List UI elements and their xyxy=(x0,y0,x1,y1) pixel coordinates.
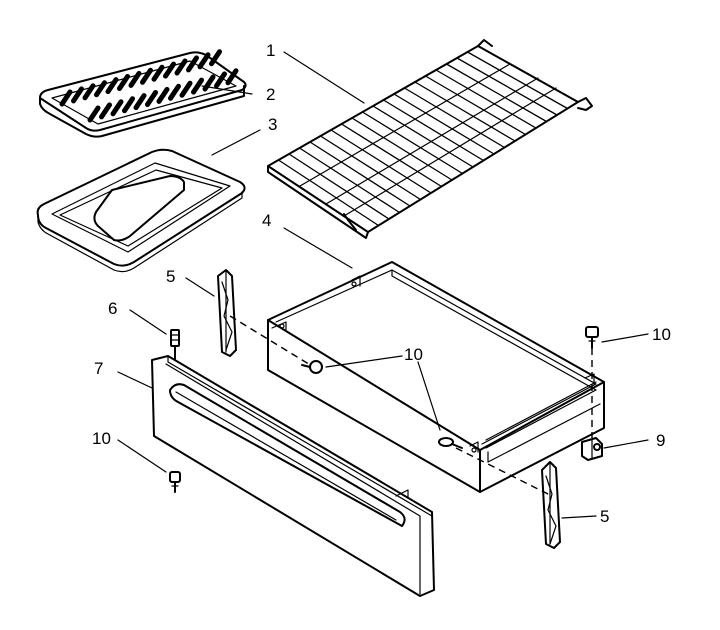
rack-rod xyxy=(435,69,537,129)
oven-rack xyxy=(267,39,593,239)
callout-5-right: 5 xyxy=(600,507,609,526)
rack-rod xyxy=(299,147,400,214)
grid-slot xyxy=(186,55,199,73)
rack-rod xyxy=(393,93,495,155)
callout-9: 9 xyxy=(656,431,665,450)
broiler-grid xyxy=(39,49,247,138)
callout-2: 2 xyxy=(266,85,275,104)
grid-slot xyxy=(179,80,193,98)
grid-slot xyxy=(197,52,211,70)
drawer-slide-right xyxy=(541,461,561,549)
grid-slot xyxy=(59,89,73,107)
grid-slot xyxy=(87,105,101,123)
callout-1: 1 xyxy=(266,41,275,60)
rack-rod xyxy=(330,129,432,194)
rack-rod xyxy=(404,87,505,149)
rack-rod xyxy=(362,111,463,175)
grid-slot xyxy=(82,83,96,101)
screw-part-10-right xyxy=(585,326,599,349)
rack-rod xyxy=(351,117,453,181)
grid-slot xyxy=(163,61,176,79)
callout-3: 3 xyxy=(268,115,277,134)
drawer-front-panel xyxy=(151,355,435,597)
grid-slot xyxy=(117,74,130,91)
rack-rod xyxy=(309,141,411,207)
rack-rods xyxy=(278,51,568,227)
callout-10-right: 10 xyxy=(652,325,671,344)
rack-rod xyxy=(467,51,568,110)
rack-rod xyxy=(456,57,558,116)
callout-5-left: 5 xyxy=(166,267,175,286)
screw-part-6 xyxy=(170,329,180,361)
rack-rod xyxy=(425,75,526,136)
clip-part-9 xyxy=(581,437,603,461)
screw-part-10-drawer xyxy=(301,360,323,374)
callout-6: 6 xyxy=(108,299,117,318)
grid-slot xyxy=(94,80,107,98)
callout-10-drawer: 10 xyxy=(404,345,423,364)
grid-slot xyxy=(168,83,181,101)
rack-rod xyxy=(372,105,474,168)
grid-slot xyxy=(225,68,239,86)
grid-slot xyxy=(174,58,188,76)
grid-slot xyxy=(133,93,147,111)
callout-7: 7 xyxy=(94,359,103,378)
drawer-slide-left xyxy=(217,269,237,357)
grid-slot xyxy=(209,49,222,67)
rack-rod xyxy=(341,123,442,188)
grid-slot xyxy=(110,99,124,117)
callout-4: 4 xyxy=(262,211,271,230)
rack-rod xyxy=(288,153,390,220)
callout-labels: 1 2 3 4 5 5 6 7 9 10 10 10 10 xyxy=(92,41,671,526)
grid-slot xyxy=(156,86,170,104)
grid-slot xyxy=(140,67,153,85)
screw-part-10-drawer-lower xyxy=(438,437,463,449)
grid-slot xyxy=(99,102,112,120)
rack-rod xyxy=(320,135,421,201)
grid-slot xyxy=(151,64,165,82)
rack-rod xyxy=(414,81,516,142)
grid-slot xyxy=(122,96,135,114)
assembly-lines xyxy=(229,315,593,497)
rack-rod xyxy=(278,159,379,227)
grid-slot xyxy=(128,70,142,88)
grid-slot xyxy=(191,77,204,95)
leader-lines xyxy=(117,51,649,519)
broiler-pan xyxy=(36,148,246,273)
rack-rod xyxy=(383,99,484,162)
grid-slot xyxy=(145,90,158,107)
grid-slot xyxy=(71,86,84,104)
grid-slot xyxy=(105,77,119,95)
drawer xyxy=(267,261,605,493)
callout-10-left: 10 xyxy=(92,429,111,448)
screw-part-10-lower-left xyxy=(169,471,181,493)
grid-slot xyxy=(214,71,227,89)
rack-rod xyxy=(446,63,547,123)
